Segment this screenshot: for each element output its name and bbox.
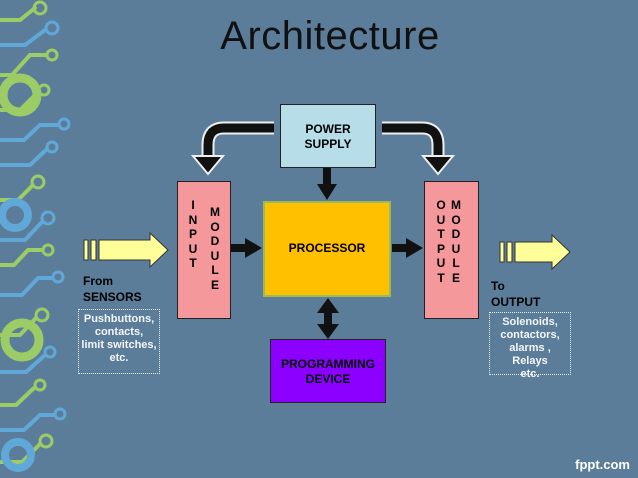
to-output-line1: To [491,279,505,293]
input-example-line: limit switches, [81,339,157,351]
block-arrow-to-output [499,233,571,271]
output-letter: O [436,198,446,212]
output-examples-note: Solenoids, contactors, alarms , Relays e… [489,312,571,380]
module-letter: L [452,256,460,270]
power-supply-box: POWER SUPPLY [280,104,376,168]
from-sensors-line2: SENSORS [83,290,142,304]
to-output-label: To OUTPUT [491,278,540,310]
output-example-line: Relays [512,355,548,367]
arrow-processor-programming [317,298,339,339]
input-example-line: Pushbuttons, [83,313,155,325]
module-letter: E [210,277,219,292]
curved-arrow-to-input [190,121,274,176]
input-letter: N [188,212,198,227]
input-examples-note: Pushbuttons, contacts, limit switches, e… [78,309,160,374]
module-letter: U [210,248,220,263]
watermark-text: fppt.com [575,457,630,472]
processor-box: PROCESSOR [263,201,391,297]
curved-arrow-to-output [382,121,456,176]
output-example-line: alarms , [509,342,551,354]
from-sensors-label: From SENSORS [83,273,142,305]
input-letter: T [189,256,197,270]
module-letter: O [210,219,220,234]
output-example-line: Solenoids, [502,316,558,328]
processor-label: PROCESSOR [288,241,366,255]
output-example-line: contactors, [500,329,560,341]
module-letter: D [210,234,220,248]
programming-device-label-line1: PROGRAMMING [281,357,375,371]
output-letter: T [437,270,445,285]
input-letter: P [188,227,197,241]
output-letter: T [437,227,445,241]
to-output-line2: OUTPUT [491,295,541,309]
programming-device-label-line2: DEVICE [305,372,351,386]
module-letter: U [451,241,461,256]
module-letter: D [451,227,461,241]
module-letter: L [211,263,219,277]
block-arrow-from-sensors [83,231,169,269]
input-letter: U [188,241,198,256]
module-letter: O [451,212,461,227]
input-letter: I [191,198,195,212]
input-module-word-input: I N P U T [187,198,199,271]
output-letter: U [436,212,446,227]
module-letter: M [210,205,220,219]
input-module-box: I N P U T M O D U L E [177,181,231,319]
power-supply-label-line1: POWER [305,122,351,136]
arrow-power-to-processor [317,168,337,200]
arrow-processor-to-output [392,238,423,258]
output-module-word-module: M O D U L E [450,198,462,285]
input-example-line: contacts, [94,326,144,338]
power-supply-label-line2: SUPPLY [304,137,352,151]
input-module-word-module: M O D U L E [209,205,221,292]
from-sensors-line1: From [83,274,113,288]
output-example-line: etc. [520,368,540,380]
output-letter: P [436,241,445,256]
output-module-box: O U T P U T M O D U L E [424,181,479,319]
input-example-line: etc. [109,352,129,364]
slide-title: Architecture [220,14,440,58]
arrow-input-to-processor [231,238,262,258]
output-module-word-output: O U T P U T [435,198,447,285]
programming-device-box: PROGRAMMING DEVICE [270,339,386,403]
module-letter: E [451,270,460,285]
output-letter: U [436,256,446,270]
circuit-decoration [0,0,71,472]
module-letter: M [451,198,461,212]
